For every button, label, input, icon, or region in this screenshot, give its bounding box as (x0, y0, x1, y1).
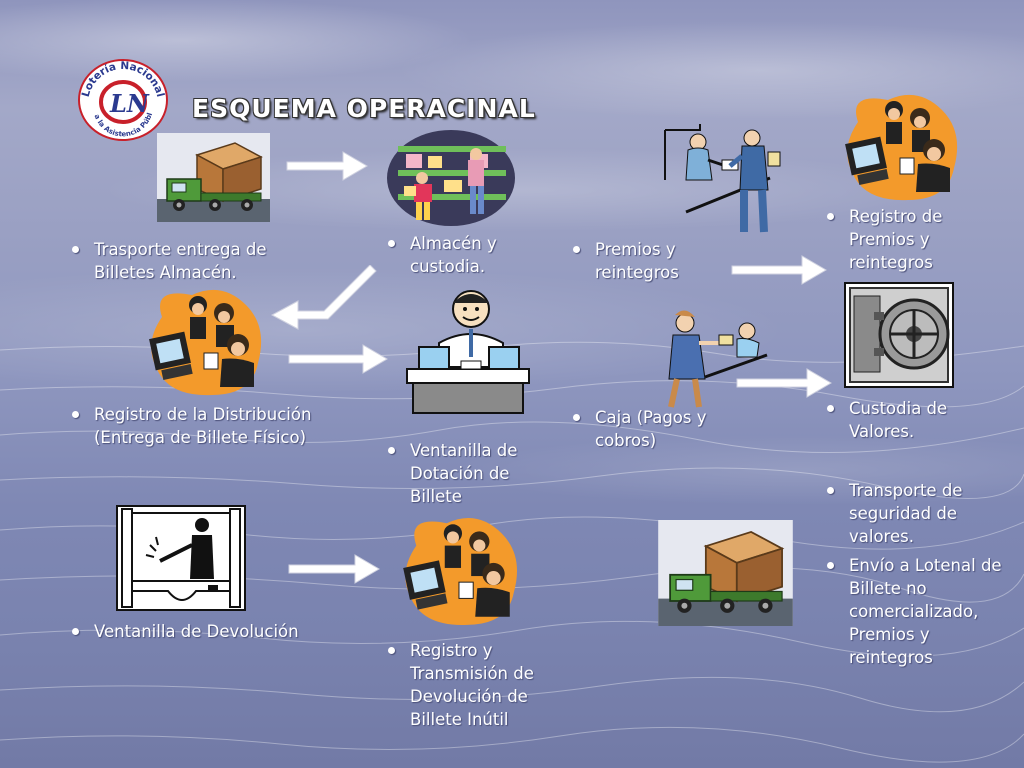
node-distribution-registry: Registro de la Distribución (Entrega de … (66, 403, 336, 455)
node-text: Transporte de seguridad de valores. (821, 479, 1011, 548)
arrow-right-icon (288, 554, 380, 584)
logo-initials: LN (109, 89, 150, 118)
delivery-truck-icon (657, 520, 794, 626)
node-dotation-window: Ventanilla de Dotación de Billete (382, 439, 562, 514)
node-return-registry: Registro y Transmisión de Devolución de … (382, 639, 582, 737)
payment-handover-icon (660, 120, 790, 238)
payment-handover-icon (651, 307, 769, 411)
node-text: Registro de Premios y reintegros (821, 205, 1001, 274)
arrow-right-icon (736, 368, 832, 398)
window-clerk-icon (405, 287, 531, 417)
node-return-window: Ventanilla de Devolución (66, 620, 356, 649)
page-title: Esquema Operacinal (192, 94, 536, 123)
computer-operators-icon (396, 513, 524, 631)
node-transport-warehouse: Trasporte entrega de Billetes Almacén. (66, 238, 316, 290)
return-window-icon (116, 505, 246, 611)
loteria-nacional-logo: LN Lotería Nacional para la Asistencia P… (71, 50, 172, 142)
arrow-down-left-icon (270, 265, 377, 330)
warehouse-workers-icon (384, 126, 518, 228)
node-text: Registro y Transmisión de Devolución de … (382, 639, 582, 731)
node-text: Envío a Lotenal de Billete no comerciali… (821, 554, 1011, 669)
node-text: Registro de la Distribución (Entrega de … (66, 403, 336, 449)
node-text: Almacén y custodia. (382, 232, 542, 278)
computer-operators-icon (838, 92, 964, 204)
node-security-transport: Transporte de seguridad de valores. Enví… (821, 479, 1011, 675)
node-text: Caja (Pagos y cobros) (567, 406, 747, 452)
arrow-right-icon (288, 344, 388, 374)
computer-operators-icon (141, 287, 269, 399)
node-prizes-registry: Registro de Premios y reintegros (821, 205, 1001, 280)
node-values-custody: Custodia de Valores. (821, 397, 1001, 449)
node-text: Ventanilla de Devolución (66, 620, 356, 643)
node-text: Premios y reintegros (567, 238, 727, 284)
node-text: Trasporte entrega de Billetes Almacén. (66, 238, 316, 284)
delivery-truck-icon (157, 133, 270, 222)
node-text: Custodia de Valores. (821, 397, 1001, 443)
arrow-right-icon (286, 151, 368, 181)
node-prizes: Premios y reintegros (567, 238, 727, 290)
arrow-right-icon (731, 255, 827, 285)
safe-vault-icon (844, 282, 954, 388)
node-storage: Almacén y custodia. (382, 232, 542, 284)
node-text: Ventanilla de Dotación de Billete (382, 439, 562, 508)
node-cash: Caja (Pagos y cobros) (567, 406, 747, 458)
